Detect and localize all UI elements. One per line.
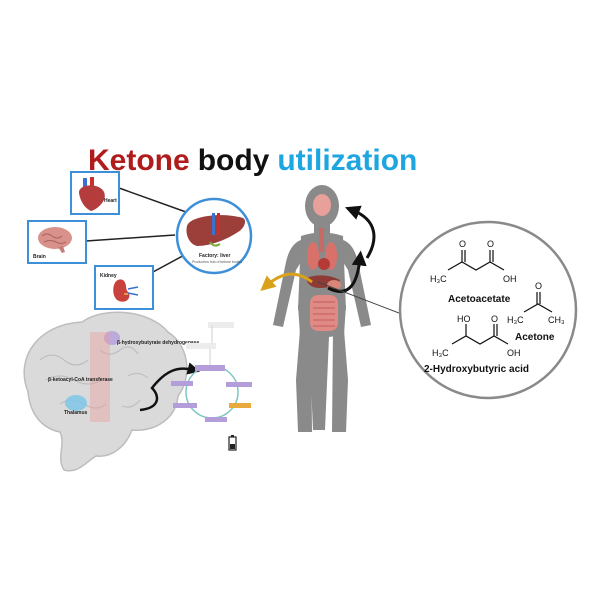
heart-label: Heart (104, 198, 117, 204)
heart-connector (118, 187, 187, 213)
cycle-node-top2 (208, 322, 234, 328)
body-heart-icon (318, 258, 330, 270)
body-brain-icon (313, 194, 331, 216)
liver-factory-label: Factory: liver (199, 253, 230, 259)
ketone-molecules-circle: O O H₃C OH Acetoacetate O H₃C CH₃ Aceton… (398, 220, 578, 400)
brain-outline-icon (23, 311, 188, 472)
hydroxybutyric-structure: HO O H₃C OH (432, 314, 521, 358)
left-lung-icon (307, 242, 319, 270)
intestines-icon (310, 295, 338, 331)
cycle-node-2 (226, 382, 252, 387)
cycle-node-top (186, 343, 216, 349)
hydroxybutyric-label: 2-Hydroxybutyric acid (424, 364, 529, 375)
kidney-label: Kidney (100, 273, 117, 279)
brain-organ-label: Brain (33, 254, 46, 260)
thalamus-icon (65, 395, 87, 411)
body-organs (306, 194, 341, 331)
acetone-label: Acetone (515, 332, 555, 343)
acetoacetate-h3c: H₃C (430, 274, 447, 284)
battery-icon (228, 435, 237, 451)
brain-to-cycle-arrow (139, 362, 201, 412)
cycle-diagram (171, 322, 252, 451)
acetoacetate-o2: O (487, 239, 494, 249)
acetone-ch3: CH₃ (548, 315, 565, 325)
trachea-icon (319, 228, 324, 252)
liver-up-arrow (327, 250, 367, 293)
title-utilization: utilization (277, 144, 417, 177)
cycle-node-3 (229, 403, 251, 408)
kidney-box: Kidney (94, 265, 154, 310)
heart-icon (78, 177, 105, 211)
brain-organ-icon (38, 227, 72, 253)
liver-circle: Factory: liver Production hub of ketone … (175, 197, 253, 275)
brain-connector (85, 234, 176, 242)
acetoacetate-o1: O (459, 239, 466, 249)
enzyme2-label: β-ketoacyl-CoA transferase (48, 377, 113, 383)
acetone-structure: O H₃C CH₃ (507, 281, 565, 325)
upper-right-arrow (345, 205, 376, 259)
enzyme1-label: β-hydroxybutyrate dehydrogenase (117, 340, 199, 346)
acetone-h3c: H₃C (507, 315, 524, 325)
title-body: body (198, 144, 270, 177)
acetoacetate-structure: O O H₃C OH (430, 239, 517, 284)
cycle-node-6 (171, 381, 193, 386)
hydroxybutyric-h3c: H₃C (432, 348, 449, 358)
neuron-pathway-band (90, 332, 110, 422)
acetone-o: O (535, 281, 542, 291)
cycle-node-1 (195, 365, 225, 371)
kidney-icon (113, 279, 139, 302)
brain-metabolism-panel: β-hydroxybutyrate dehydrogenase β-ketoac… (23, 311, 199, 472)
enzyme-blob-icon (104, 331, 120, 345)
thalamus-label: Thalamus (64, 410, 88, 416)
liver-sub-label: Production hub of ketone bodies (192, 260, 242, 264)
liver-icon (186, 213, 246, 247)
hydroxybutyric-o: O (491, 314, 498, 324)
cycle-node-4 (205, 417, 227, 422)
stomach-icon (327, 280, 341, 290)
hydroxybutyric-ho: HO (457, 314, 471, 324)
heart-box: Heart (70, 171, 120, 215)
cycle-node-5 (173, 403, 197, 408)
hydroxybutyric-oh: OH (507, 348, 521, 358)
molecule-pointer-line (317, 281, 413, 319)
gold-left-arrow (260, 272, 313, 291)
acetoacetate-label: Acetoacetate (448, 294, 511, 305)
brain-organ-box: Brain (27, 220, 87, 264)
acetoacetate-oh: OH (503, 274, 517, 284)
